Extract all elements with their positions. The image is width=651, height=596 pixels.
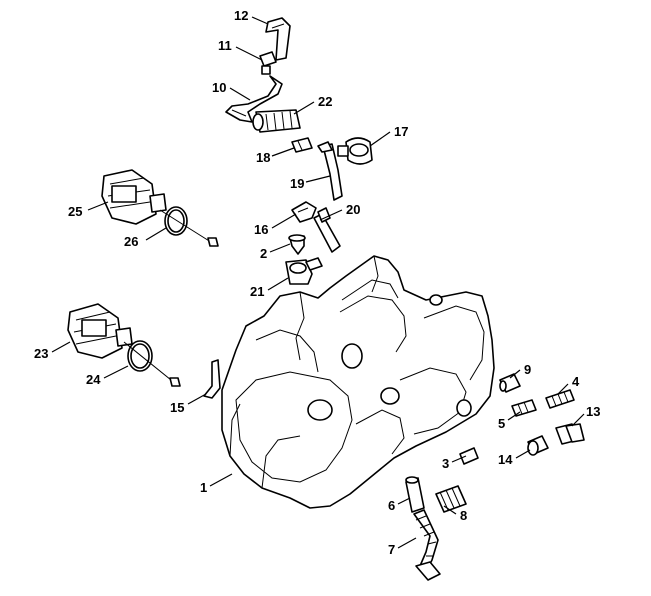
part-12-elbow-connector <box>265 17 291 61</box>
callout-22: 22 <box>318 94 332 109</box>
callout-11: 11 <box>218 38 232 53</box>
part-20-hose <box>313 207 341 253</box>
callout-9: 9 <box>524 362 531 377</box>
part-18-sleeve <box>291 137 313 153</box>
part-17-grommet <box>337 137 373 165</box>
callout-16: 16 <box>254 222 268 237</box>
callout-5: 5 <box>498 416 505 431</box>
part-14-screw <box>527 435 549 456</box>
callout-6: 6 <box>388 498 395 513</box>
part-3-screw <box>459 447 479 465</box>
part-2-plug <box>288 234 306 255</box>
part-11-clip <box>259 51 277 75</box>
callout-17: 17 <box>394 124 408 139</box>
callout-1: 1 <box>200 480 207 495</box>
part-4-stud <box>545 389 575 409</box>
callout-20: 20 <box>346 202 360 217</box>
callout-12: 12 <box>234 8 248 23</box>
part-5-stud <box>511 399 537 417</box>
part-26-o-ring <box>159 206 219 247</box>
part-10-hose <box>225 75 283 123</box>
callout-8: 8 <box>460 508 467 523</box>
part-21-valve <box>285 257 323 285</box>
part-19-impulse-hose <box>317 141 343 201</box>
callout-10: 10 <box>212 80 226 95</box>
part-16-fitting <box>291 201 317 223</box>
callout-24: 24 <box>86 372 101 387</box>
callout-4: 4 <box>572 374 580 389</box>
callout-19: 19 <box>290 176 304 191</box>
callout-21: 21 <box>250 284 264 299</box>
callout-18: 18 <box>256 150 270 165</box>
part-1-crankcase <box>221 255 495 509</box>
callout-26: 26 <box>124 234 138 249</box>
callout-2: 2 <box>260 246 267 261</box>
part-6-sleeve <box>405 476 425 513</box>
part-8-spring <box>435 485 467 513</box>
callout-23: 23 <box>34 346 48 361</box>
part-22-fuel-filter <box>252 109 301 133</box>
part-7-hose <box>413 509 441 581</box>
callout-7: 7 <box>388 542 395 557</box>
callout-14: 14 <box>498 452 513 467</box>
part-9-sleeve <box>499 373 521 393</box>
callout-labels: 12 11 10 22 17 18 19 20 16 2 21 25 26 23… <box>34 8 600 557</box>
callout-13: 13 <box>586 404 600 419</box>
callout-15: 15 <box>170 400 184 415</box>
part-24-o-ring <box>123 340 181 387</box>
part-23-oil-pump <box>67 303 133 359</box>
part-15-rod <box>203 359 221 399</box>
leader-lines <box>51 16 585 549</box>
part-13-collar-screw <box>555 423 585 445</box>
callout-3: 3 <box>442 456 449 471</box>
part-25-oil-pump <box>101 169 167 225</box>
callout-25: 25 <box>68 204 82 219</box>
